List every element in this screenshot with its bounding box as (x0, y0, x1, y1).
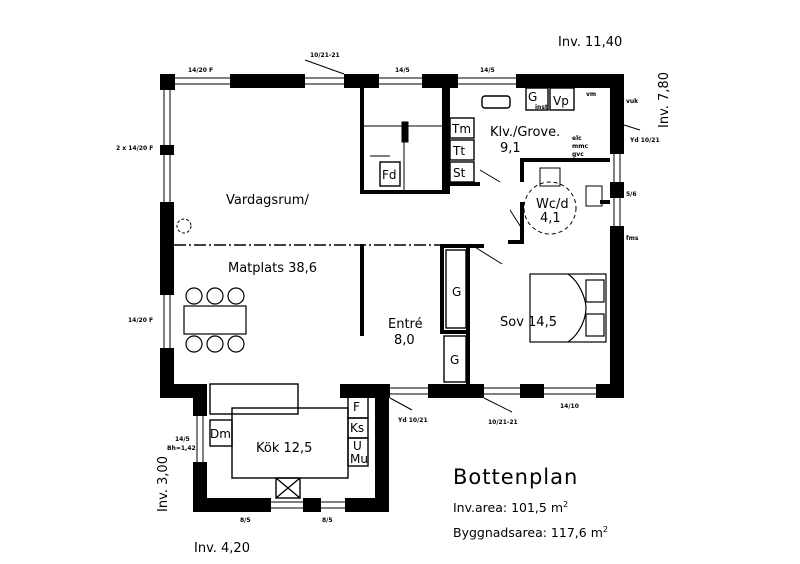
ann-win-sov-bottom: 14/10 (560, 403, 579, 410)
room-wc-name: Wc/d (536, 197, 569, 212)
ann-win-left-bottom: 14/20 F (128, 317, 153, 324)
room-kok: Kök 12,5 (256, 441, 312, 456)
fixture-fd: Fd (382, 168, 397, 182)
door-swings (304, 59, 641, 413)
ann-gvc: gvc (572, 151, 584, 158)
ann-win-56: 5/6 (626, 191, 637, 198)
ann-klv-inst: inst (535, 104, 548, 111)
window-lines (163, 77, 621, 509)
fixture-ks: Ks (350, 421, 364, 435)
plan-title: Bottenplan (453, 465, 578, 489)
ann-win-left-top: 2 x 14/20 F (116, 145, 153, 152)
room-sov: Sov 14,5 (500, 315, 557, 330)
room-matplats: Matplats 38,6 (228, 261, 317, 276)
fixture-dm: Dm (210, 427, 231, 441)
ann-win-kok-b1: 8/5 (240, 517, 251, 524)
elevation-bottom: Inv. 4,20 (194, 541, 250, 556)
bed (529, 273, 607, 343)
fixture-boxes (209, 87, 575, 499)
ann-win-lr-top: 14/20 F (188, 67, 213, 74)
ann-door-bottom: 10/21-21 (488, 419, 518, 426)
dining-set (183, 287, 247, 353)
fixture-f: F (353, 400, 360, 414)
ann-door-top: 10/21-21 (310, 52, 340, 59)
ann-win-kok-left-2: Bh=1,42 (167, 445, 196, 452)
elevation-right: Inv. 7,80 (657, 72, 672, 128)
fixture-g-top: G (528, 90, 537, 104)
room-entre-name: Entré (388, 317, 423, 332)
room-wc-area: 4,1 (540, 211, 561, 226)
exterior-walls (160, 74, 624, 512)
fixture-tm: Tm (451, 122, 471, 136)
room-klv-name: Klv./Grove. (490, 125, 560, 140)
ann-win-kok-left-1: 14/5 (175, 436, 190, 443)
ann-vm: vm (586, 91, 596, 98)
fixture-g-hall2: G (450, 353, 459, 367)
ann-mmc: mmc (572, 143, 589, 150)
fireplace (176, 218, 192, 234)
wc-fixtures (509, 167, 603, 235)
ann-yd-right: Yd 10/21 (629, 137, 660, 144)
ann-win-top-mid: 14/5 (395, 67, 410, 74)
interior-door-swings (469, 169, 503, 265)
fixture-mu: Mu (350, 452, 368, 466)
inv-area: Inv.area: 101,5 m2 (453, 500, 568, 515)
elevation-left: Inv. 3,00 (156, 456, 171, 512)
ann-elc: elc (572, 135, 582, 142)
ann-fms: fms (626, 235, 639, 242)
ann-win-top-right: 14/5 (480, 67, 495, 74)
stair (364, 121, 442, 190)
bygg-area: Byggnadsarea: 117,6 m2 (453, 525, 608, 540)
fixture-g-hall1: G (452, 285, 461, 299)
ann-vuk: vuk (626, 98, 639, 105)
ann-yd-bottom: Yd 10/21 (397, 417, 428, 424)
interior-walls (360, 88, 610, 384)
fixture-vp: Vp (553, 94, 569, 108)
room-vardagsrum: Vardagsrum/ (226, 193, 309, 208)
room-entre-area: 8,0 (394, 333, 415, 348)
ann-win-kok-b2: 8/5 (322, 517, 333, 524)
fixture-st: St (453, 166, 466, 180)
fixture-u: U (353, 439, 362, 453)
room-klv-area: 9,1 (500, 141, 521, 156)
elevation-top: Inv. 11,40 (558, 35, 622, 50)
fixture-tt: Tt (452, 144, 465, 158)
